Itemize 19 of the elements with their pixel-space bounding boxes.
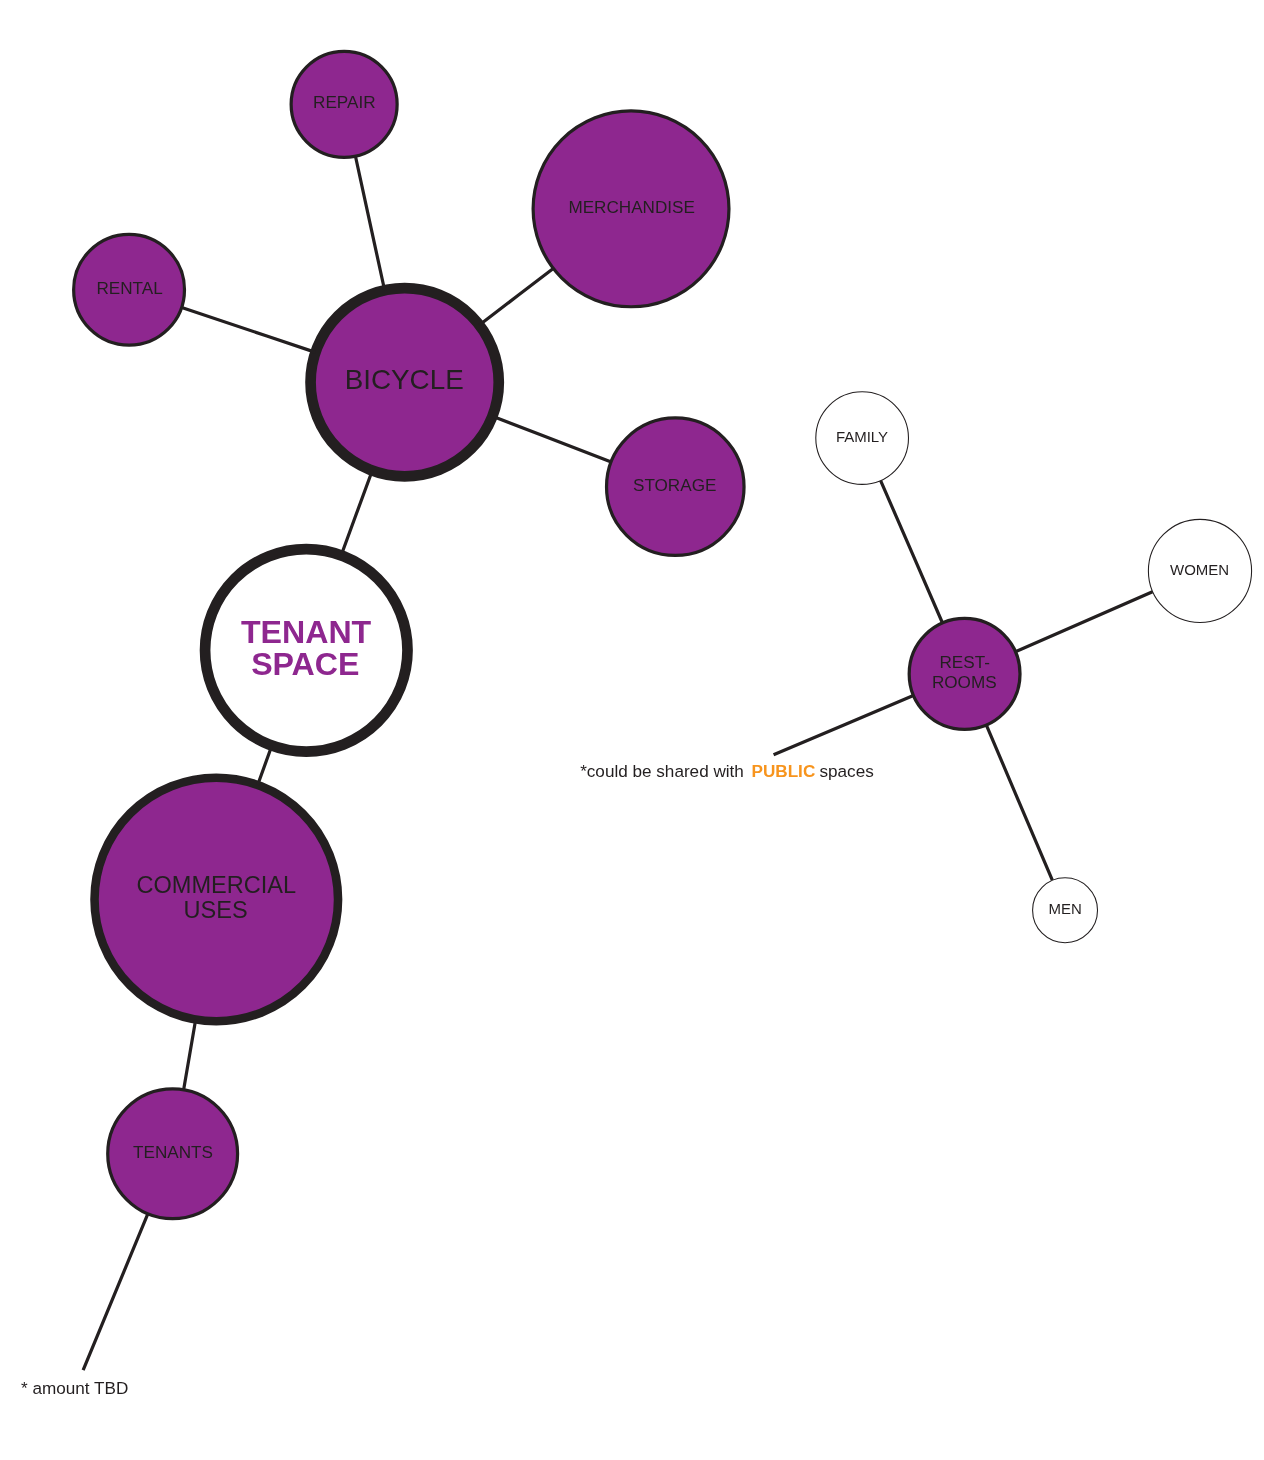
node-circle: BICYCLE — [305, 282, 505, 482]
node-circle: FAMILY — [815, 391, 910, 485]
node-circle: TENANTS — [106, 1087, 240, 1221]
connector — [984, 724, 1054, 881]
node-circle: RENTAL — [72, 232, 187, 347]
connector — [1014, 590, 1154, 654]
node-circle: MERCHANDISE — [531, 109, 731, 309]
connector — [81, 1213, 150, 1371]
node-circle: WOMEN — [1147, 518, 1253, 624]
connector — [879, 479, 944, 624]
node-circle: REST- ROOMS — [907, 616, 1022, 731]
node-circle: COMMERCIAL USES — [90, 773, 343, 1026]
node-text: * amount TBD — [21, 1377, 129, 1398]
connector — [772, 694, 914, 757]
node-circle: MEN — [1032, 877, 1099, 944]
node-circle: TENANT SPACE — [199, 543, 413, 757]
node-text: *could be shared with PUBLIC spaces — [580, 761, 874, 782]
node-circle: REPAIR — [289, 49, 399, 159]
node-circle: STORAGE — [604, 416, 746, 558]
